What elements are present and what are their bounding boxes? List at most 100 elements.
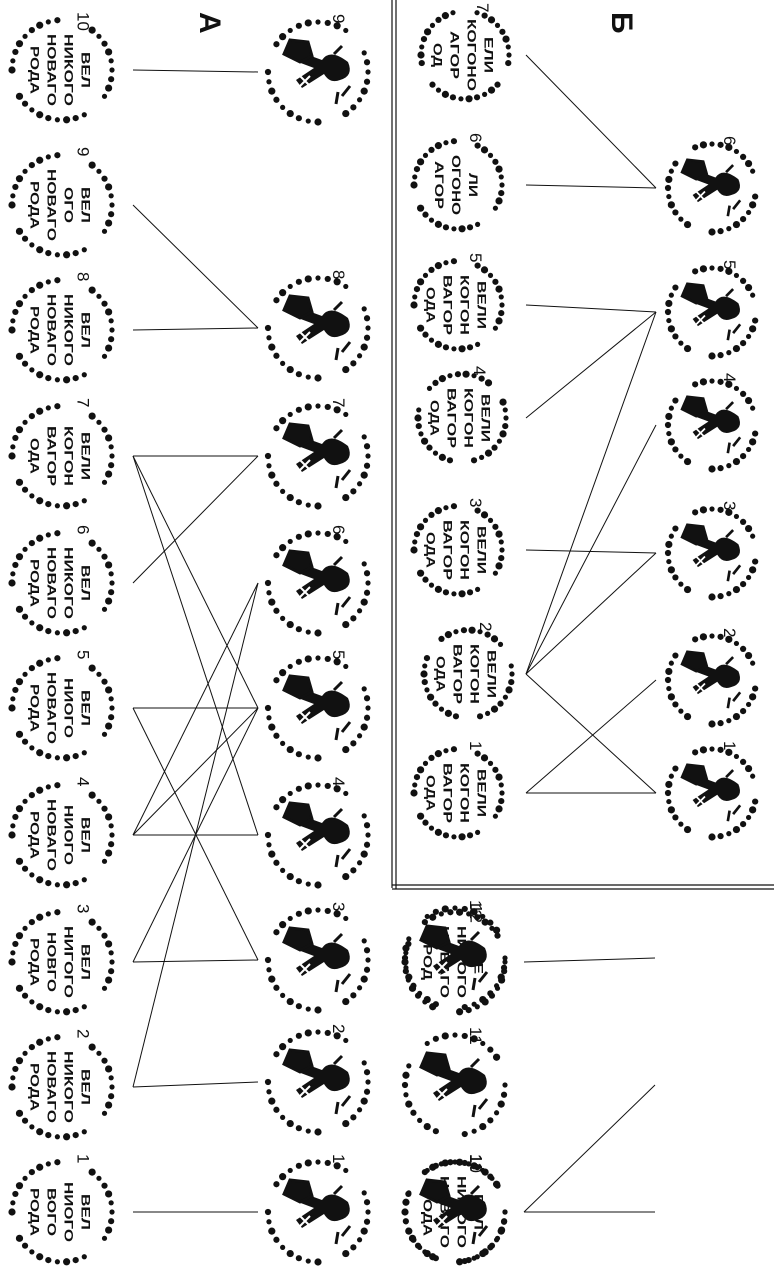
obverse-legend-line: ОДА — [428, 400, 442, 436]
obverse-legend-line: НИГОГО — [62, 926, 76, 998]
obverse-legend-line: ВЕЛ — [79, 187, 93, 223]
obverse-legend-line: ЛИ — [466, 173, 480, 197]
reverse-coin: 6 — [265, 525, 371, 637]
obverse-legend-line: РОДА — [28, 181, 42, 229]
obverse-legend-line: НОВАГО — [45, 34, 59, 106]
obverse-legend-line: РОДА — [28, 46, 42, 94]
obverse-number: 4 — [74, 777, 93, 786]
obverse-coin: ВЕЛНИОГОНОВАГОРОДА4 — [8, 777, 114, 888]
reverse-number: 1 — [329, 1154, 348, 1163]
obverse-coin: ВЕЛНИОГОВОГОРОДА1 — [8, 1154, 114, 1265]
reverse-number: 9 — [329, 14, 348, 23]
obverse-legend-line: НИКОГО — [62, 547, 76, 619]
obverse-legend-line: АГОР — [432, 161, 446, 209]
reverse-coin: 8 — [265, 270, 371, 382]
obverse-number: 1 — [466, 741, 485, 750]
obverse-legend-line: ВАГОР — [441, 520, 455, 580]
reverse-coin: 6 — [665, 136, 758, 236]
die-link-line — [526, 674, 656, 793]
obverse-legend-line: ВЕЛИ — [479, 394, 493, 442]
obverse-legend-line: РОДА — [28, 684, 42, 732]
obverse-legend-line: ОД — [431, 43, 445, 68]
reverse-coin: 4 — [265, 777, 371, 889]
obverse-legend-line: ОДА — [424, 775, 438, 811]
reverse-number: 8 — [329, 270, 348, 279]
obverse-legend-line: НИОГО — [62, 1182, 76, 1242]
figure-icon — [421, 1053, 487, 1117]
obverse-legend-line: КОГОН — [462, 388, 476, 448]
die-link-line — [133, 456, 258, 708]
figure-icon — [682, 525, 740, 581]
obverse-number: 2 — [476, 622, 495, 631]
reverse-number: 4 — [720, 373, 739, 382]
obverse-legend-line: ОГОНО — [449, 155, 463, 215]
obverse-legend-line: ВЕЛИ — [475, 281, 489, 329]
reverse-coin: 5 — [665, 260, 758, 360]
coin-drawings: ВЕЛНИОГОВОГОРОДА1ВЕЛНИКОГОНОВАГОРОДА2ВЕЛ… — [8, 3, 758, 1266]
reverse-coin: 5 — [265, 650, 371, 762]
obverse-number: 7 — [473, 3, 492, 12]
obverse-legend-line: КОГОН — [458, 763, 472, 823]
reverse-number: 10 — [466, 1154, 485, 1173]
die-link-line — [133, 70, 258, 72]
figure-icon — [682, 765, 740, 821]
obverse-legend-line: ВАГОР — [441, 275, 455, 335]
die-link-line — [526, 425, 656, 674]
die-link-line — [524, 958, 655, 962]
die-link-line — [133, 583, 258, 835]
reverse-coin: 11 — [402, 1027, 508, 1137]
obverse-legend-line: ВЕЛ — [79, 1194, 93, 1230]
obverse-legend-line: ВЕЛИ — [475, 526, 489, 574]
obverse-legend-line: ВОГО — [45, 1188, 59, 1236]
obverse-legend-line: НИКОГО — [62, 1051, 76, 1123]
die-link-line — [133, 708, 258, 835]
obverse-number: 3 — [466, 498, 485, 507]
obverse-coin: ВЕЛНИГОГОНОВГОРОДА3 — [8, 904, 114, 1015]
figure-icon — [284, 803, 350, 867]
reverse-number: 6 — [329, 525, 348, 534]
obverse-number: 9 — [74, 147, 93, 156]
obverse-legend-line: НИОГО — [62, 678, 76, 738]
obverse-number: 6 — [466, 133, 485, 142]
obverse-number: 8 — [74, 272, 93, 281]
reverse-coin: 4 — [665, 373, 758, 473]
obverse-legend-line: ВАГОР — [451, 644, 465, 704]
obverse-legend-line: ОДА — [434, 656, 448, 692]
obverse-number: 2 — [74, 1029, 93, 1038]
figure-icon — [284, 296, 350, 360]
obverse-legend-line: РОДА — [28, 1063, 42, 1111]
obverse-legend-line: КОГОНО — [465, 19, 479, 91]
panel-letter-b: Б — [605, 12, 638, 34]
obverse-number: 4 — [470, 366, 489, 375]
obverse-legend-line: НОВГО — [45, 932, 59, 992]
obverse-number: 3 — [74, 904, 93, 913]
figure-icon — [682, 652, 740, 708]
obverse-legend-line: НОВАГО — [45, 1051, 59, 1123]
die-link-line — [133, 456, 258, 583]
obverse-number: 1 — [74, 1154, 93, 1163]
reverse-number: 2 — [329, 1024, 348, 1033]
die-link-line — [133, 205, 258, 328]
obverse-legend-line: КОГОН — [458, 520, 472, 580]
reverse-coin: 1 — [265, 1154, 371, 1266]
obverse-coin: ВЕЛИКОГОНВАГОРОДА7 — [8, 398, 114, 509]
reverse-number: 2 — [720, 628, 739, 637]
obverse-legend-line: ВЕЛ — [79, 690, 93, 726]
reverse-number: 5 — [720, 260, 739, 269]
obverse-legend-line: ОДА — [424, 287, 438, 323]
figure-icon — [284, 40, 350, 104]
obverse-legend-line: НОВАГО — [45, 294, 59, 366]
die-link-line — [133, 1082, 258, 1087]
die-link-line — [526, 55, 656, 188]
obverse-coin: ВЕЛНИКОГОНОВАГОРОДА6 — [8, 525, 114, 636]
reverse-coin: 3 — [665, 501, 758, 601]
obverse-legend-line: НОВАГО — [45, 672, 59, 744]
obverse-legend-line: ОГО — [62, 187, 76, 223]
obverse-legend-line: РОДА — [28, 306, 42, 354]
obverse-coin: ЕЛИКОГОНОАГОРОД7 — [417, 3, 511, 102]
